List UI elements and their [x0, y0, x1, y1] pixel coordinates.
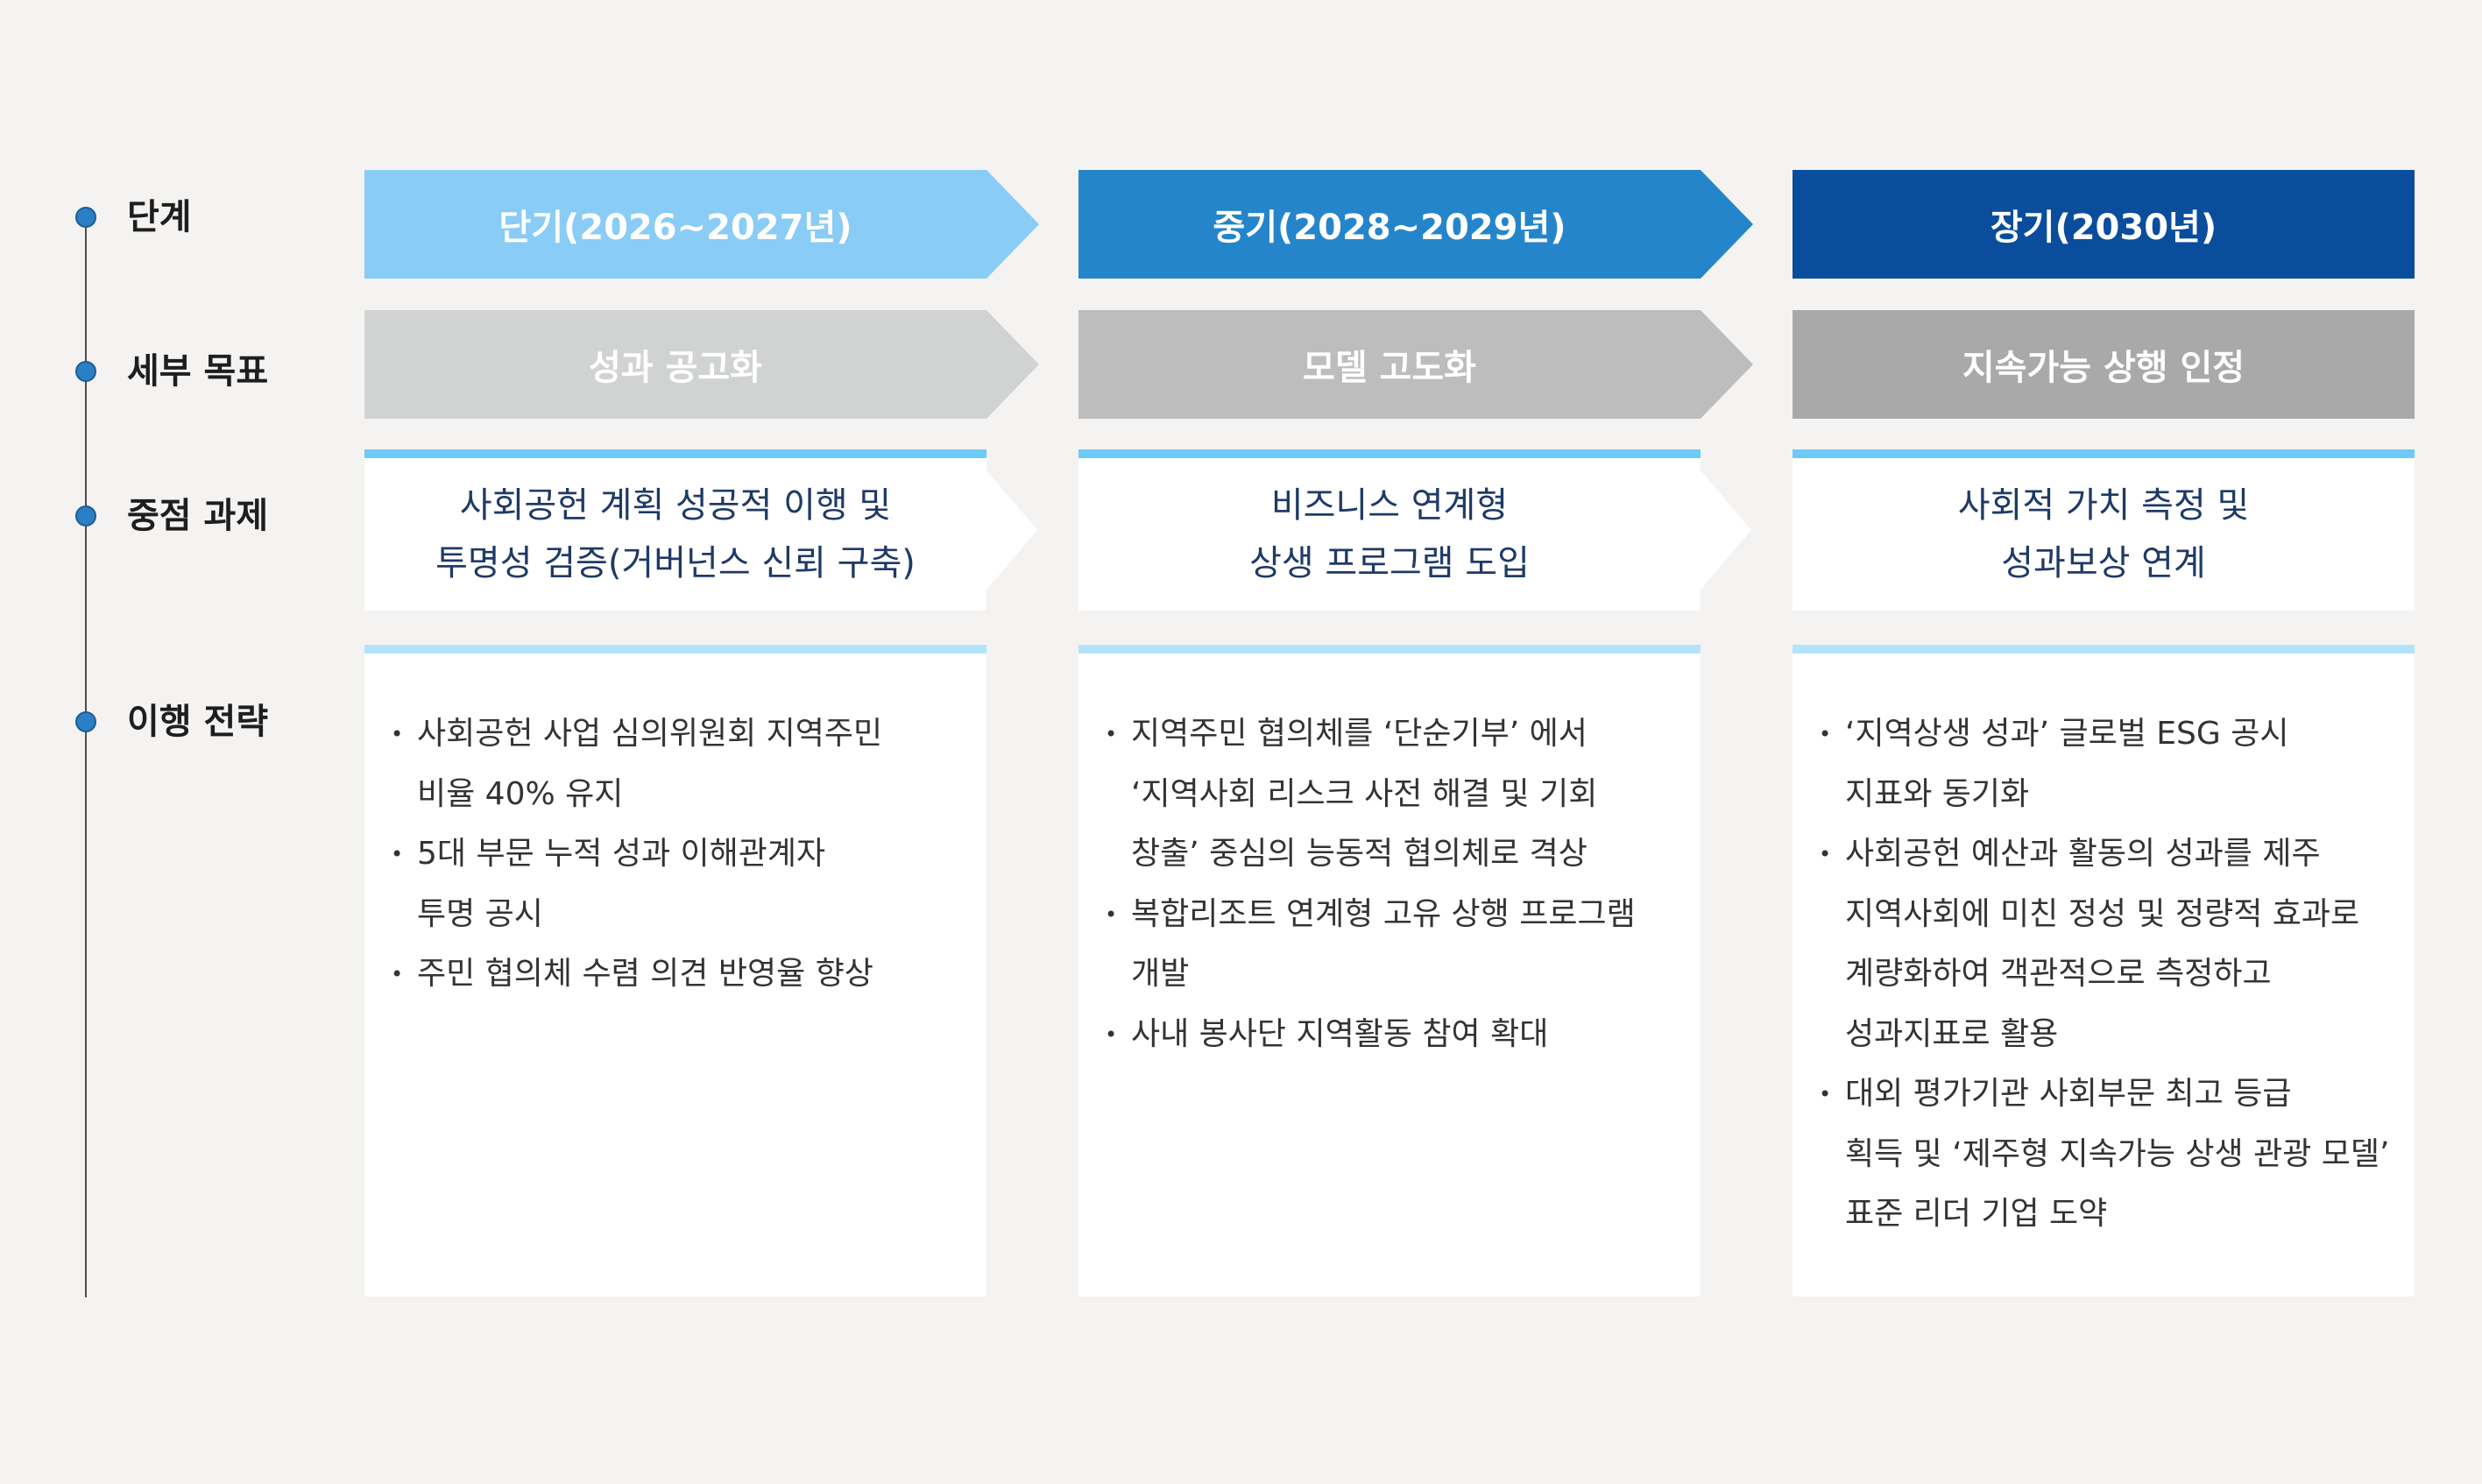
timeline-dot-task	[75, 505, 96, 526]
row-label-task: 중점 과제	[127, 496, 269, 536]
stage-bar-long-term: 장기(2030년)	[1793, 170, 2415, 279]
strategy-item: 사회공헌 예산과 활동의 성과를 제주 지역사회에 미친 정성 및 정량적 효과…	[1819, 824, 2397, 1064]
task-box-mid-term: 비즈니스 연계형 상생 프로그램 도입	[1078, 449, 1701, 611]
strategy-item: 복합리조트 연계형 고유 상행 프로그램 개발	[1105, 885, 1683, 1005]
row-label-strategy: 이행 전략	[127, 702, 269, 742]
task-box-short-term: 사회공헌 계획 성공적 이행 및 투명성 검증(거버넌스 신뢰 구축)	[364, 449, 986, 611]
goal-bar-mid-term: 모델 고도화	[1078, 310, 1701, 419]
stage-arrow-tip	[986, 170, 1039, 279]
task-line: 비즈니스 연계형	[1270, 485, 1509, 526]
strategy-list: 지역주민 협의체를 ‘단순기부’ 에서 ‘지역사회 리스크 사전 해결 및 기회…	[1105, 704, 1683, 1065]
task-arrow-tip	[1701, 470, 1751, 590]
task-box-long-term: 사회적 가치 측정 및 성과보상 연계	[1793, 449, 2415, 611]
strategy-box-long-term: ‘지역상생 성과’ 글로벌 ESG 공시 지표와 동기화 사회공헌 예산과 활동…	[1793, 645, 2415, 1297]
timeline-dot-strategy	[75, 711, 96, 732]
goal-arrow-tip	[1701, 310, 1753, 419]
strategy-item: ‘지역상생 성과’ 글로벌 ESG 공시 지표와 동기화	[1819, 704, 2397, 824]
timeline-line	[85, 216, 87, 1297]
goal-bar-long-term: 지속가능 상행 인정	[1793, 310, 2415, 419]
strategy-item: 주민 협의체 수렴 의견 반영율 향상	[391, 944, 969, 1005]
strategy-list: 사회공헌 사업 심의위원회 지역주민 비율 40% 유지 5대 부문 누적 성과…	[391, 704, 969, 1005]
strategy-item: 5대 부문 누적 성과 이해관계자 투명 공시	[391, 824, 969, 944]
row-label-stage: 단계	[127, 197, 192, 237]
task-arrow-tip	[986, 470, 1037, 590]
task-line: 투명성 검증(거버넌스 신뢰 구축)	[435, 543, 916, 583]
strategy-item: 지역주민 협의체를 ‘단순기부’ 에서 ‘지역사회 리스크 사전 해결 및 기회…	[1105, 704, 1683, 885]
task-line: 성과보상 연계	[2001, 543, 2206, 583]
strategy-item: 사내 봉사단 지역활동 참여 확대	[1105, 1005, 1683, 1065]
strategy-box-short-term: 사회공헌 사업 심의위원회 지역주민 비율 40% 유지 5대 부문 누적 성과…	[364, 645, 986, 1297]
task-line: 상생 프로그램 도입	[1249, 543, 1530, 583]
stage-bar-short-term: 단기(2026~2027년)	[364, 170, 986, 279]
timeline-dot-stage	[75, 207, 96, 228]
stage-arrow-tip	[1701, 170, 1753, 279]
row-label-goal: 세부 목표	[127, 351, 269, 392]
strategy-list: ‘지역상생 성과’ 글로벌 ESG 공시 지표와 동기화 사회공헌 예산과 활동…	[1819, 704, 2397, 1245]
task-line: 사회적 가치 측정 및	[1957, 485, 2250, 526]
goal-arrow-tip	[986, 310, 1039, 419]
strategy-item: 사회공헌 사업 심의위원회 지역주민 비율 40% 유지	[391, 704, 969, 824]
strategy-box-mid-term: 지역주민 협의체를 ‘단순기부’ 에서 ‘지역사회 리스크 사전 해결 및 기회…	[1078, 645, 1701, 1297]
strategy-item: 대외 평가기관 사회부문 최고 등급 획득 및 ‘제주형 지속가능 상생 관광 …	[1819, 1064, 2397, 1245]
stage-bar-mid-term: 중기(2028~2029년)	[1078, 170, 1701, 279]
goal-bar-short-term: 성과 공고화	[364, 310, 986, 419]
timeline-dot-goal	[75, 361, 96, 382]
task-line: 사회공헌 계획 성공적 이행 및	[459, 485, 892, 526]
